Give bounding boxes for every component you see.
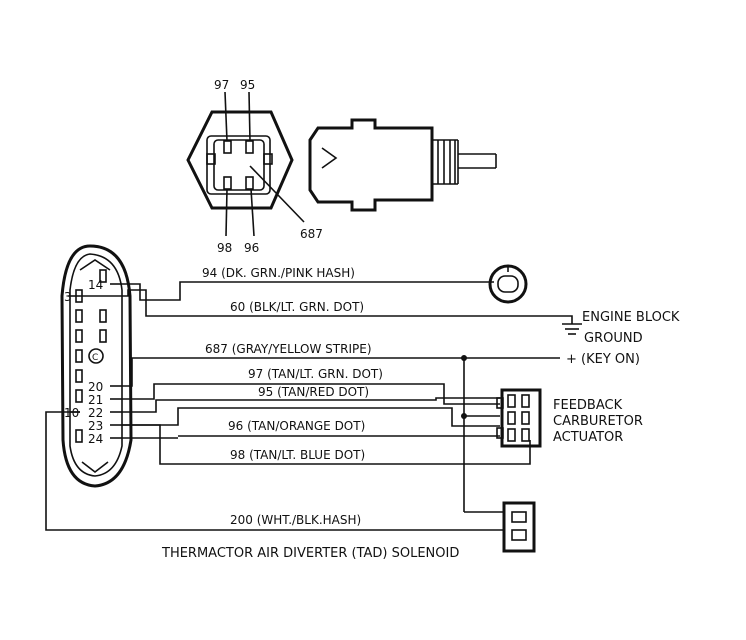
key-on-label: + (KEY ON) (566, 352, 640, 367)
ground-label: GROUND (584, 331, 643, 346)
tad-round-connector (488, 264, 528, 304)
ecu-pin-20-label: 20 (88, 380, 103, 394)
wire-94 (122, 281, 494, 301)
wire-60 (80, 289, 573, 324)
wire-95-label: 95 (TAN/RED DOT) (258, 385, 369, 399)
wire-687-label: 687 (GRAY/YELLOW STRIPE) (205, 342, 372, 356)
feedback-label: FEEDBACK (553, 398, 623, 413)
wire-97-label: 97 (TAN/LT. GRN. DOT) (248, 367, 383, 381)
wire-97 (122, 383, 500, 405)
fca-connector (496, 388, 542, 448)
sensor-side-view (308, 118, 497, 212)
junction-dot (461, 413, 467, 419)
sensor-connector-face (186, 91, 305, 237)
wire-200-label: 200 (WHT./BLK.HASH) (230, 513, 361, 527)
ecu-pin-23-label: 23 (88, 419, 103, 433)
ecu-pin-22-label: 22 (88, 406, 103, 420)
sensor-pin-687-label: 687 (300, 227, 323, 241)
ecu-pin-10-label: 10 (64, 406, 79, 420)
ground-symbol (562, 323, 582, 335)
wire-98 (122, 424, 531, 465)
sensor-pin-95-label: 95 (240, 78, 255, 92)
wire-95 (122, 397, 500, 413)
actuator-label: ACTUATOR (553, 430, 623, 445)
ecu-pin-3-label: 3 (64, 290, 72, 304)
sensor-pin-98-label: 98 (217, 241, 232, 255)
wire-60-label: 60 (BLK/LT. GRN. DOT) (230, 300, 364, 314)
ecu-pin-14-label: 14 (88, 278, 103, 292)
tad-solenoid-connector (502, 501, 536, 553)
ecu-pin-24-label: 24 (88, 432, 103, 446)
ecu-pin-21-label: 21 (88, 393, 103, 407)
wire-96-label: 96 (TAN/ORANGE DOT) (228, 419, 365, 433)
wire-687 (122, 357, 560, 513)
wire-200 (45, 411, 504, 531)
sensor-pin-97-label: 97 (214, 78, 229, 92)
tad-solenoid-label: THERMACTOR AIR DIVERTER (TAD) SOLENOID (161, 546, 459, 561)
junction-dot (461, 355, 467, 361)
ecu-key-label: C (92, 353, 98, 363)
wire-98-label: 98 (TAN/LT. BLUE DOT) (230, 448, 365, 462)
wire-94-label: 94 (DK. GRN./PINK HASH) (202, 266, 355, 280)
wire-96 (122, 407, 500, 439)
carburetor-label: CARBURETOR (553, 414, 643, 429)
engine-block-label: ENGINE BLOCK (582, 310, 680, 325)
ecu-connector-body (60, 244, 133, 488)
sensor-pin-96-label: 96 (244, 241, 259, 255)
